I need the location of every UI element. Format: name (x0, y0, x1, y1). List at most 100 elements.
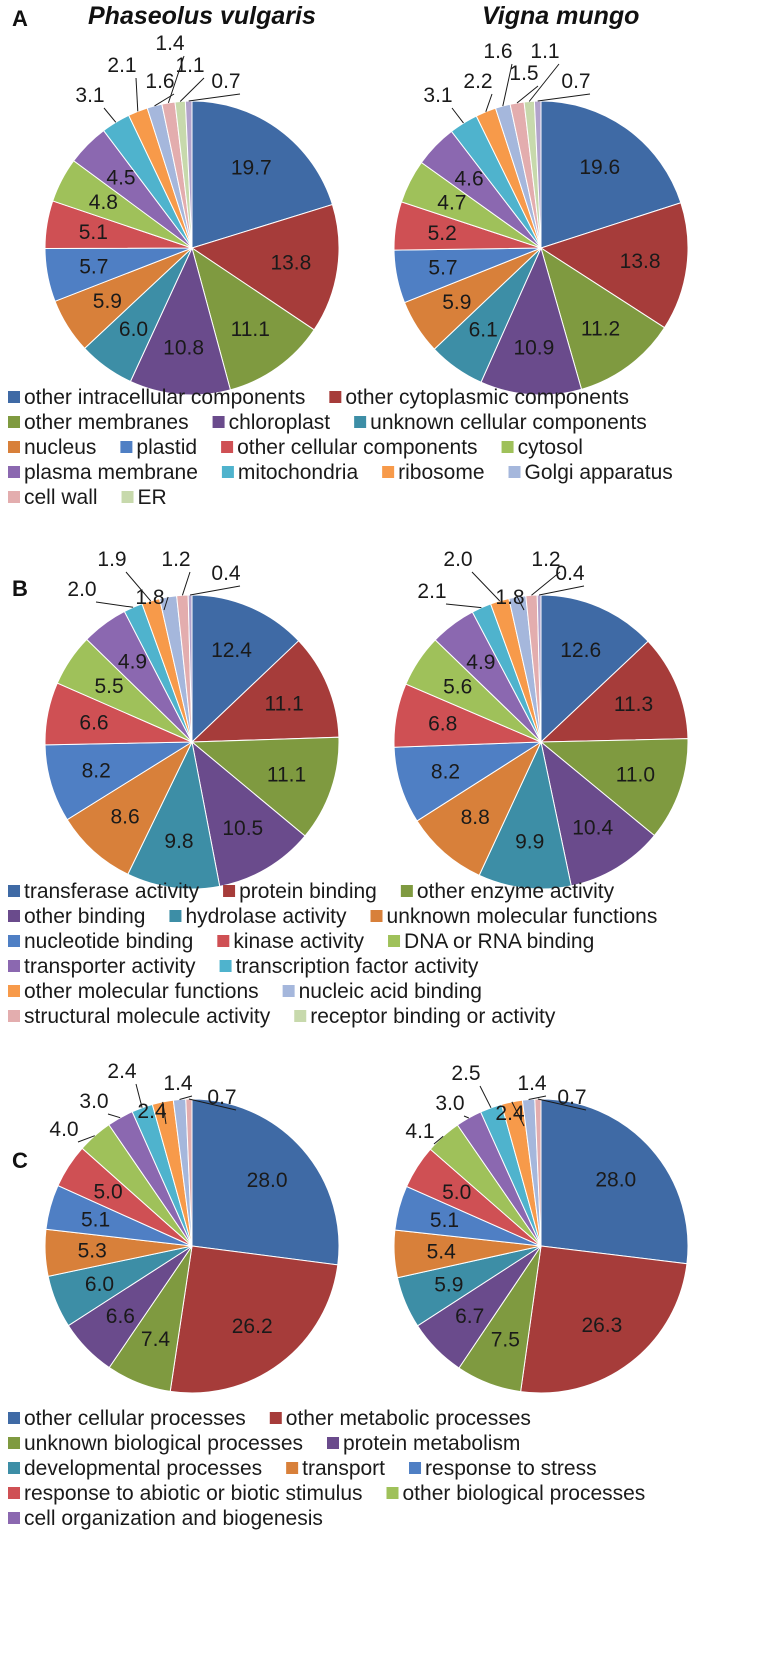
slice-value-label: 13.8 (620, 250, 661, 273)
legend-item: cytosol (501, 436, 583, 459)
slice-value-label: 2.4 (495, 1102, 525, 1125)
slice-value-label: 4.9 (118, 651, 147, 674)
legend-swatch (8, 391, 20, 403)
legend-item: other cellular processes (8, 1407, 246, 1430)
leader-line (537, 93, 591, 102)
legend-item: plastid (120, 436, 197, 459)
legend-label: other enzyme activity (417, 880, 615, 903)
legend-swatch (8, 491, 20, 503)
slice-value-label: 5.2 (428, 222, 457, 245)
slice-value-label: 0.7 (211, 70, 240, 93)
legend-item: mitochondria (221, 461, 358, 484)
slice-value-label: 1.4 (517, 1072, 547, 1095)
pie-chart-2: 19.613.811.210.96.15.95.75.24.74.63.12.2… (393, 40, 689, 396)
pie-chart-4: 12.611.311.010.49.98.88.26.85.64.92.12.0… (393, 548, 689, 890)
legend-item: other membranes (8, 411, 189, 434)
pie-chart-6: 28.026.37.56.75.95.45.15.04.13.02.52.41.… (393, 1062, 689, 1394)
slice-value-label: 11.2 (581, 317, 620, 340)
legend-swatch (269, 1412, 282, 1424)
slice-value-label: 28.0 (247, 1169, 288, 1192)
slice-value-label: 0.7 (207, 1086, 236, 1109)
slice-value-label: 8.8 (461, 806, 490, 829)
legend-swatch (8, 1462, 20, 1474)
slice-value-label: 2.0 (67, 578, 96, 601)
legend-label: other membranes (24, 411, 189, 434)
legend-item: receptor binding or activity (294, 1005, 556, 1028)
slice-value-label: 2.0 (443, 548, 472, 571)
slice-value-label: 19.6 (579, 156, 620, 179)
legend-item: nucleus (8, 436, 96, 459)
slice-value-label: 2.5 (451, 1062, 480, 1085)
slice-value-label: 12.4 (211, 639, 252, 662)
leader-line (77, 1135, 95, 1143)
pie-slice (191, 100, 334, 249)
slice-value-label: 4.1 (405, 1120, 434, 1143)
legend-swatch (370, 910, 383, 922)
leader-line (539, 585, 585, 596)
legend-item: other cytoplasmic components (329, 386, 629, 409)
legend-item: cell wall (8, 486, 98, 509)
legend-label: other biological processes (403, 1482, 646, 1505)
legend-label: Golgi apparatus (525, 461, 673, 484)
slice-value-label: 5.6 (443, 676, 472, 699)
legend-label: transferase activity (24, 880, 200, 903)
slice-value-label: 0.4 (555, 562, 585, 585)
legend-label: transcription factor activity (236, 955, 479, 978)
leader-line (479, 1085, 492, 1109)
legend-swatch (8, 416, 20, 428)
slice-value-label: 11.1 (231, 318, 270, 341)
slice-value-label: 11.1 (265, 692, 304, 715)
pie-chart-5: 28.026.27.46.66.05.35.15.04.03.02.42.41.… (44, 1060, 340, 1394)
legend-label: other cytoplasmic components (345, 386, 629, 409)
legend-label: developmental processes (24, 1457, 262, 1480)
slice-value-label: 7.5 (491, 1328, 520, 1351)
pie-slice (540, 594, 649, 744)
slice-value-label: 3.1 (75, 84, 104, 107)
slice-value-label: 0.7 (561, 70, 590, 93)
slice-value-label: 4.6 (454, 168, 483, 191)
slice-value-label: 4.7 (437, 192, 466, 215)
legend-item: other enzyme activity (400, 880, 615, 903)
leader-line (511, 1101, 525, 1127)
legend-item: unknown molecular functions (370, 905, 657, 928)
slice-value-label: 5.3 (78, 1240, 107, 1263)
slice-value-label: 4.8 (89, 191, 118, 214)
legend-swatch (8, 935, 20, 947)
panel-letter-b: B (12, 576, 28, 601)
leader-line (162, 1101, 167, 1125)
legend-swatch (8, 1487, 20, 1499)
slice-value-label: 1.1 (175, 54, 204, 77)
legend-label: other molecular functions (24, 980, 259, 1003)
slice-value-label: 9.8 (164, 830, 193, 853)
legend-item: response to stress (409, 1457, 597, 1480)
leader-line (451, 107, 464, 124)
slice-value-label: 5.1 (81, 1209, 110, 1232)
legend-label: ER (138, 486, 167, 509)
pie-slice (190, 203, 340, 331)
slice-value-label: 2.4 (107, 1060, 137, 1083)
legend-item: hydrolase activity (169, 905, 347, 928)
legend-label: transporter activity (24, 955, 196, 978)
legend-item: ribosome (382, 461, 485, 484)
leader-line (135, 1083, 143, 1108)
legend-label: other cellular components (237, 436, 477, 459)
pie-slice (478, 740, 572, 890)
legend-swatch (354, 416, 367, 428)
leader-line (125, 571, 152, 602)
legend-swatch (382, 466, 395, 478)
legend-item: cell organization and biogenesis (8, 1507, 323, 1530)
legend-label: DNA or RNA binding (404, 930, 594, 953)
leader-line (135, 77, 139, 112)
slice-value-label: 5.4 (427, 1240, 457, 1263)
legend-swatch (8, 985, 20, 997)
slice-value-label: 1.2 (531, 548, 560, 571)
leader-line (107, 1113, 121, 1119)
leader-line (103, 107, 117, 123)
legend-item: other metabolic processes (269, 1407, 531, 1430)
pie-slice (539, 738, 689, 837)
legend-item: protein binding (223, 880, 377, 903)
leader-line (179, 1095, 193, 1100)
legend-swatch (169, 910, 182, 922)
legend-label: kinase activity (233, 930, 364, 953)
